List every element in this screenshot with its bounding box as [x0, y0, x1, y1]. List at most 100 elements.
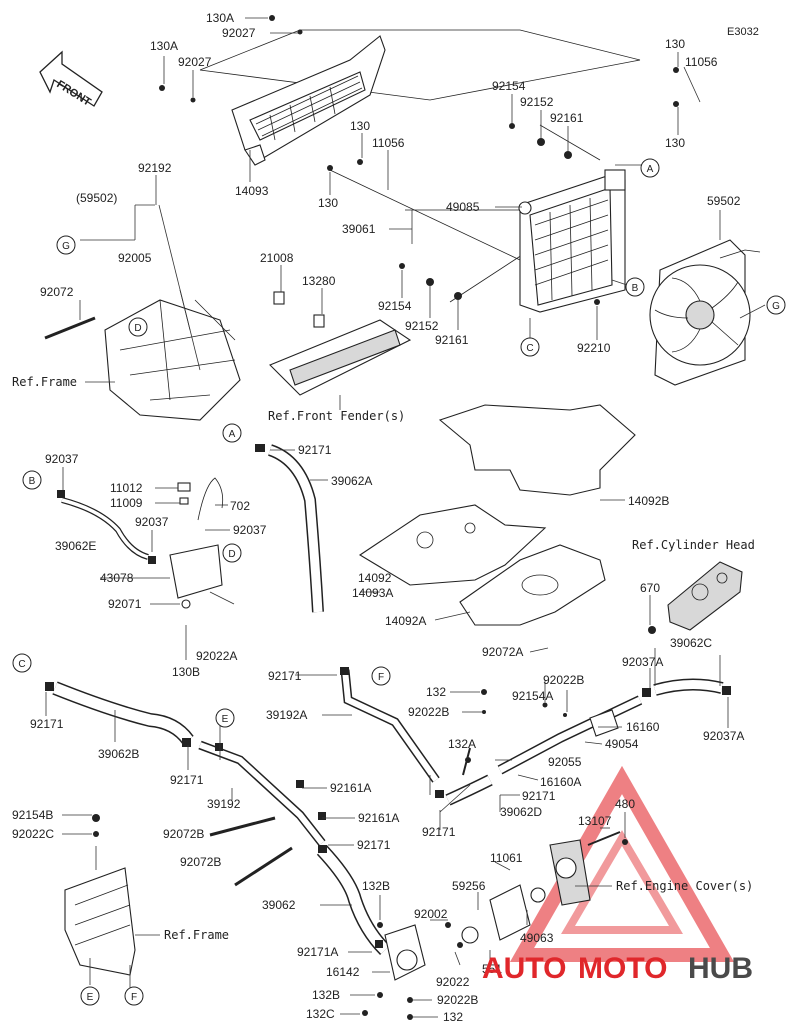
- label-132c: 132C: [306, 1007, 335, 1021]
- part-labels: 130A 92027 130A 92027 130 11056 130 9215…: [12, 11, 755, 1024]
- svg-text:C: C: [526, 343, 533, 354]
- svg-text:G: G: [62, 241, 70, 252]
- hose-39062: [316, 845, 391, 955]
- callout-d-2: D: [222, 543, 242, 563]
- svg-text:F: F: [131, 992, 137, 1003]
- callout-c-2: C: [12, 653, 32, 673]
- svg-text:E: E: [87, 992, 94, 1003]
- label-39062d: 39062D: [500, 805, 542, 819]
- insulator-14092b: [438, 404, 636, 496]
- label-92154-top: 92154: [492, 79, 526, 93]
- label-92192: 92192: [138, 161, 172, 175]
- callout-circles: A B C G G D A B D C F E E F: [12, 158, 786, 1006]
- label-92037-m: 92037: [135, 515, 169, 529]
- front-arrow-icon: FRONT: [39, 50, 103, 109]
- watermark-part3: HUB: [688, 952, 753, 985]
- label-92161-top: 92161: [550, 111, 584, 125]
- label-49054: 49054: [605, 737, 639, 751]
- svg-text:C: C: [18, 659, 25, 670]
- label-92055: 92055: [548, 755, 582, 769]
- label-92171-m: 92171: [522, 789, 556, 803]
- insulator-14092: [358, 504, 547, 586]
- label-92027-top: 92027: [222, 26, 256, 40]
- label-132a: 132A: [448, 737, 476, 751]
- svg-text:D: D: [228, 549, 235, 560]
- svg-text:E: E: [222, 714, 229, 725]
- callout-g-2: G: [56, 235, 76, 255]
- label-59502: 59502: [707, 194, 741, 208]
- callout-d-1: D: [128, 317, 148, 337]
- label-39192: 39192: [207, 797, 241, 811]
- label-43078: 43078: [100, 571, 134, 585]
- label-130-mid2: 130: [318, 196, 338, 210]
- label-130b: 130B: [172, 665, 200, 679]
- label-39062: 39062: [262, 898, 296, 912]
- cylinder-head: [667, 561, 743, 631]
- label-92171-a: 92171: [298, 443, 332, 457]
- label-92171-b: 92171: [422, 825, 456, 839]
- label-92002: 92002: [414, 907, 448, 921]
- label-49063: 49063: [520, 931, 554, 945]
- leader-lines: [45, 17, 766, 1018]
- label-132-top: 132: [426, 685, 446, 699]
- label-92171-e: 92171: [170, 773, 204, 787]
- label-39192a: 39192A: [266, 708, 307, 722]
- label-92072b-2: 92072B: [180, 855, 221, 869]
- svg-text:A: A: [229, 429, 236, 440]
- svg-text:A: A: [647, 164, 654, 175]
- label-92154b: 92154B: [12, 808, 53, 822]
- label-92072b-1: 92072B: [163, 827, 204, 841]
- label-480: 480: [615, 797, 635, 811]
- label-92022c: 92022C: [12, 827, 54, 841]
- label-92152-mid: 92152: [405, 319, 439, 333]
- label-92022b-b: 92022B: [437, 993, 478, 1007]
- label-92037-l: 92037: [45, 452, 79, 466]
- label-92037-r: 92037: [233, 523, 267, 537]
- label-14092b: 14092B: [628, 494, 669, 508]
- callout-b-1: B: [625, 277, 645, 297]
- label-92171a: 92171A: [297, 945, 338, 959]
- watermark-part2: MOTO: [578, 952, 667, 985]
- label-92171-f: 92171: [268, 669, 302, 683]
- label-13280: 13280: [302, 274, 336, 288]
- label-92161a-1: 92161A: [330, 781, 371, 795]
- label-39062e: 39062E: [55, 539, 96, 553]
- label-92022: 92022: [436, 975, 470, 989]
- label-21008: 21008: [260, 251, 294, 265]
- svg-text:F: F: [378, 672, 384, 683]
- ref-front-fender: Ref.Front Fender(s): [268, 409, 405, 423]
- label-39062a: 39062A: [331, 474, 372, 488]
- fan-59502: [649, 239, 761, 386]
- band-92072b-1: [209, 816, 276, 837]
- label-14093: 14093: [235, 184, 269, 198]
- label-551: 551: [482, 962, 502, 976]
- watermark-text: AUTO MOTO HUB: [482, 952, 753, 985]
- label-92152-top: 92152: [520, 95, 554, 109]
- pipe-39192a: [340, 669, 440, 783]
- label-39061: 39061: [342, 222, 376, 236]
- label-14093a: 14093A: [352, 586, 393, 600]
- label-92210: 92210: [577, 341, 611, 355]
- hose-39062c: [653, 678, 724, 696]
- ref-frame-1: Ref.Frame: [12, 375, 77, 389]
- label-92005: 92005: [118, 251, 152, 265]
- band-92072b-2: [234, 846, 293, 887]
- label-59256: 59256: [452, 879, 486, 893]
- label-92027-left: 92027: [178, 55, 212, 69]
- label-92072: 92072: [40, 285, 74, 299]
- label-11012: 11012: [110, 481, 143, 495]
- hose-39062d: [445, 774, 493, 806]
- reservoir-43078: [169, 477, 224, 609]
- svg-text:G: G: [772, 301, 780, 312]
- label-13107: 13107: [578, 814, 612, 828]
- diagram-code: E3032: [727, 26, 759, 38]
- bolts: [92, 15, 679, 1020]
- callout-a-2: A: [222, 423, 242, 443]
- label-670: 670: [640, 581, 660, 595]
- label-59502p: (59502): [76, 191, 117, 205]
- water-pump: [384, 839, 591, 981]
- label-49085: 49085: [446, 200, 480, 214]
- label-132b-b: 132B: [312, 988, 340, 1002]
- label-132b: 132B: [362, 879, 390, 893]
